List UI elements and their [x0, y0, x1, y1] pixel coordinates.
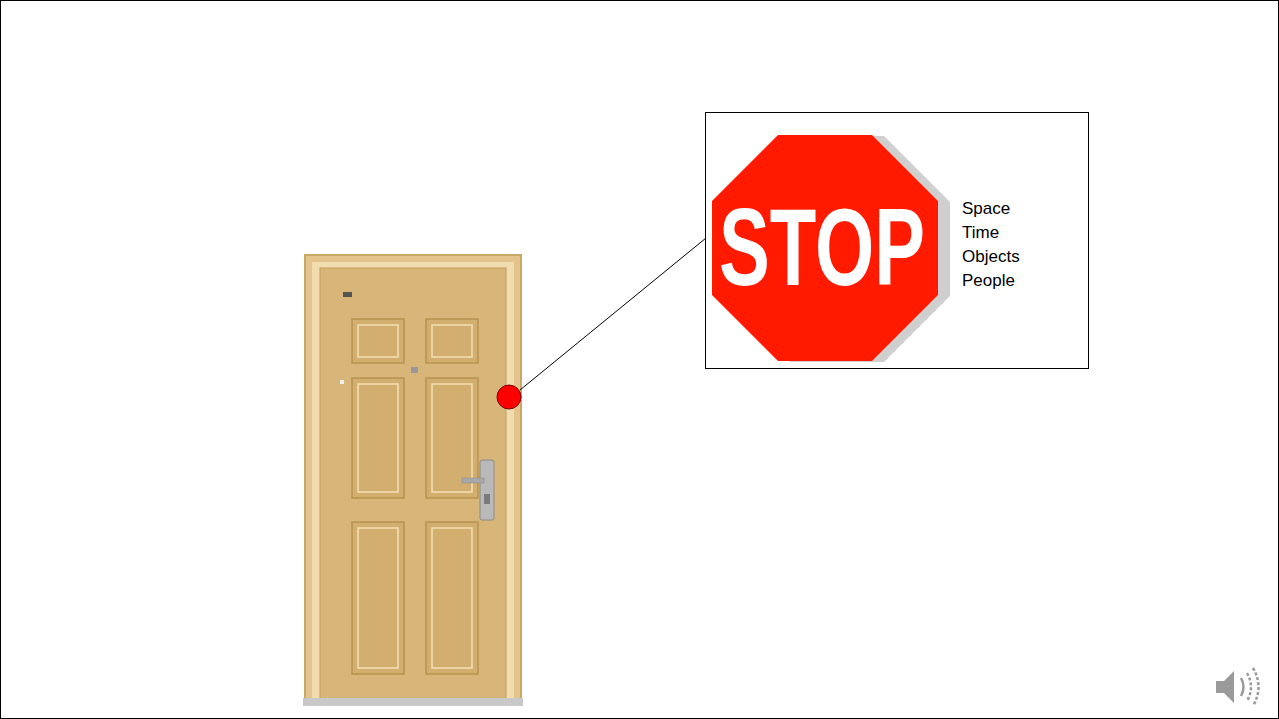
stop-sign: STOP: [712, 135, 944, 363]
sign-text: STOP: [719, 193, 925, 302]
leader-line: [520, 238, 706, 390]
list-item: Space: [962, 197, 1020, 221]
speaker-icon: [1216, 668, 1259, 706]
list-item: Time: [962, 221, 1020, 245]
door-illustration: [303, 255, 523, 706]
callout-box: SpaceTimeObjectsPeople STOP: [705, 112, 1089, 369]
list-item: People: [962, 269, 1020, 293]
list-item: Objects: [962, 245, 1020, 269]
callout-list: SpaceTimeObjectsPeople: [962, 197, 1020, 293]
marker-dot: [497, 385, 521, 409]
